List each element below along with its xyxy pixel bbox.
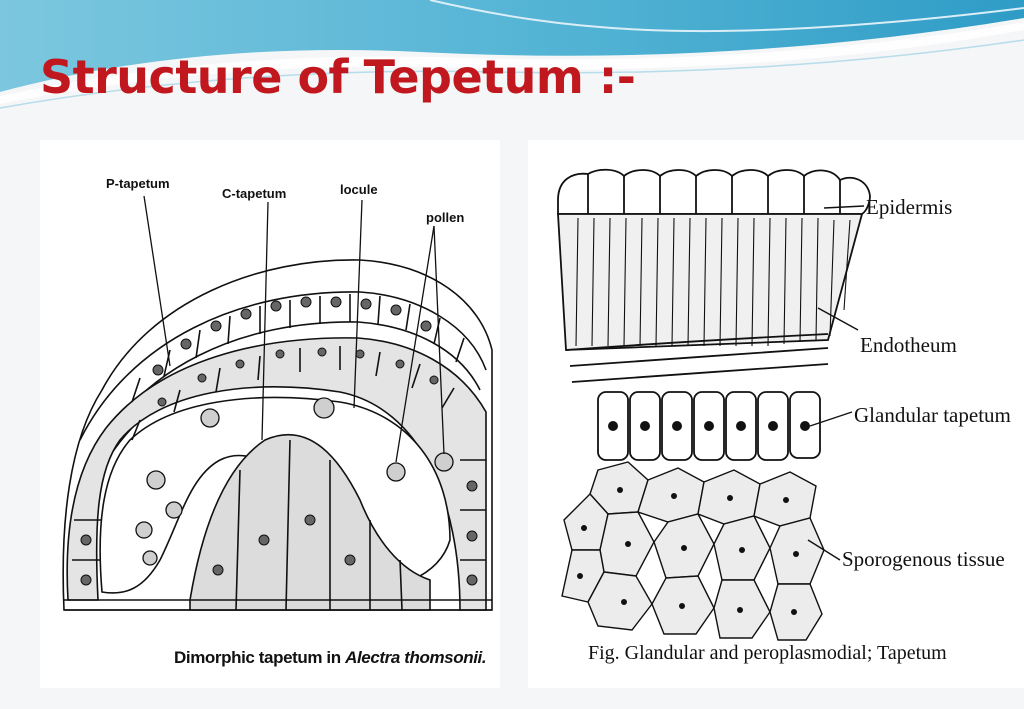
cell-nuclei [80,296,478,586]
dimorphic-tapetum-drawing: P-tapetum C-tapetum locule pollen [62,176,493,611]
glandular-tapetum-drawing: Epidermis Endotheum Glandular tapetum Sp… [557,168,1011,641]
caption-prefix: Dimorphic tapetum in [174,648,346,667]
figure-dimorphic-tapetum: P-tapetum C-tapetum locule pollen Dimorp… [40,140,500,688]
middle-layer-2 [569,347,829,367]
top-wave-band [0,0,1024,92]
middle-layer-1 [565,333,829,351]
right-label-leader-lines [807,205,865,561]
wall-cells [72,294,486,561]
sporogenous-cells [561,461,825,641]
top-wave-line-2 [429,0,1024,33]
label-glandular-tapetum: Glandular tapetum [854,403,1011,427]
slide-title: Structure of Tepetum :- [40,50,636,104]
wall-layer-1 [79,291,487,441]
caption-dimorphic-tapetum: Dimorphic tapetum in Alectra thomsonii. [174,648,487,668]
pollen-grains [135,397,454,566]
label-c-tapetum: C-tapetum [222,186,286,201]
caption-species: Alectra thomsonii. [345,648,487,667]
tapetum-nuclei [577,421,810,615]
label-leader-lines [143,195,445,463]
label-pollen: pollen [426,210,464,225]
label-p-tapetum: P-tapetum [106,176,170,191]
middle-layer-3 [571,363,829,383]
label-epidermis: Epidermis [866,195,952,219]
label-endothecium: Endotheum [860,333,957,357]
top-wave-line [0,39,1024,109]
top-wave-highlight [0,22,1024,104]
label-sporogenous-tissue: Sporogenous tissue [842,547,1005,571]
figure-glandular-tapetum: Epidermis Endotheum Glandular tapetum Sp… [528,140,1024,688]
c-tapetum-cells [235,439,403,611]
caption-glandular-tapetum: Fig. Glandular and peroplasmodial; Tapet… [588,642,947,664]
epidermis-layer [557,168,871,215]
label-locule: locule [340,182,378,197]
endothecium-striations [575,217,851,347]
